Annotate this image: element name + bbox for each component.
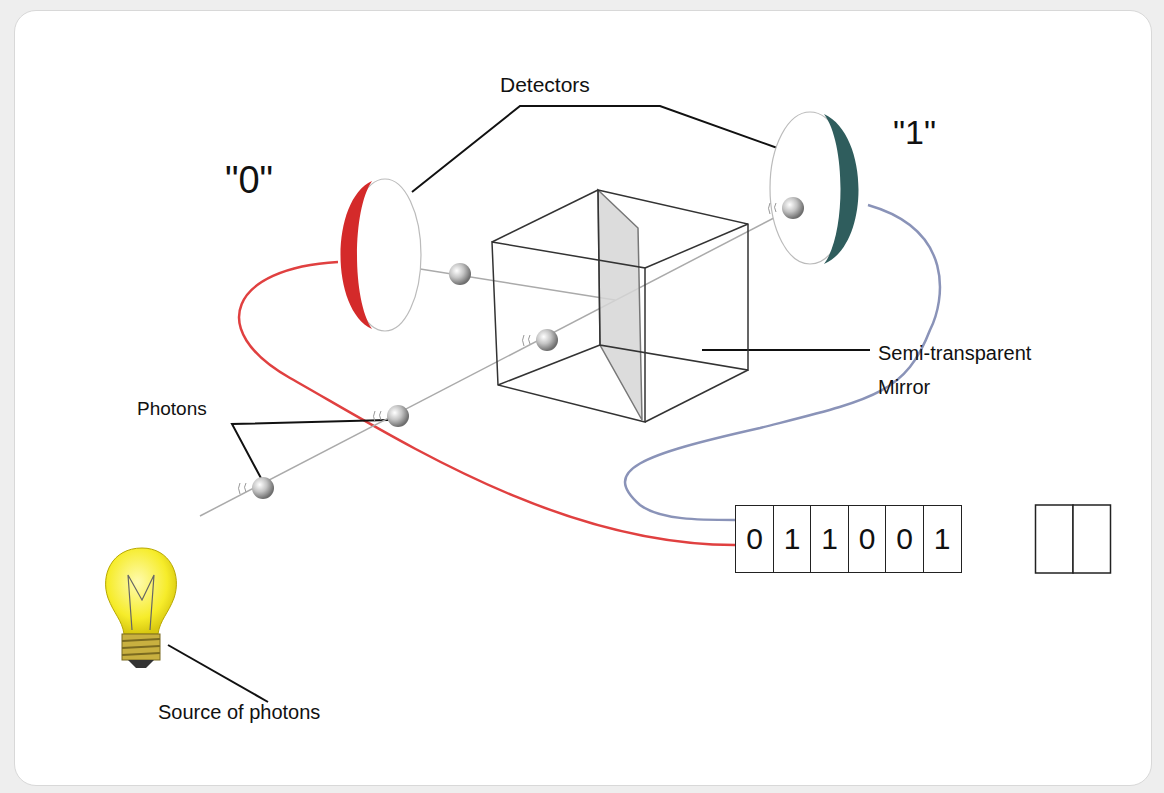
leader-line [168,645,268,702]
bit-digit: 0 [746,522,763,556]
tape-cell [1036,505,1111,573]
bit-digit: 0 [896,522,913,556]
leader-line [412,106,783,192]
tape-cell: 1 [923,505,962,573]
photons-label: Photons [137,398,207,421]
tape-cell: 1 [810,505,849,573]
bit-label: "1" [893,112,936,153]
tape-cell: 0 [848,505,887,573]
bit-label: "0" [225,158,273,204]
beam-splitter-cube [492,190,748,422]
photon [252,197,804,499]
light-bulb [106,548,177,668]
bit-digit: 1 [934,522,951,556]
photon-beam [200,207,795,516]
reflected-beam [395,265,615,300]
detector-1 [770,112,859,264]
bit-digit: 0 [859,522,876,556]
detectors-label: Detectors [500,72,590,97]
leader-line [232,420,388,480]
tape-cell: 1 [773,505,812,573]
source-label: Source of photons [158,700,320,724]
leader-line [702,349,870,351]
detector-0 [341,179,422,331]
red-wire [239,262,735,545]
tape-cell: 0 [735,505,774,573]
bit-digit: 1 [784,522,801,556]
mirror-label: Semi-transparent Mirror [878,336,1078,404]
tape-cell: 0 [885,505,924,573]
bit-digit: 1 [821,522,838,556]
